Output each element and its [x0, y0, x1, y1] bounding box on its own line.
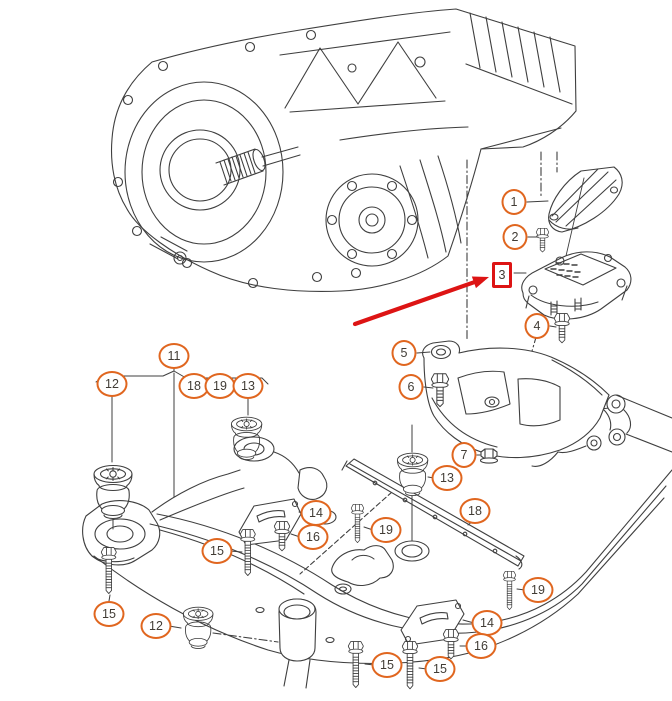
callout-19-mid[interactable]: 19 [370, 517, 402, 543]
callout-12-top[interactable]: 12 [96, 371, 128, 397]
transmission-drawing [111, 8, 577, 293]
callout-4[interactable]: 4 [524, 313, 550, 339]
diagonal-brace-drawing [341, 458, 525, 570]
transmission-mount-drawing [521, 251, 632, 320]
callout-11[interactable]: 11 [158, 343, 190, 369]
callout-18-top[interactable]: 18 [178, 373, 210, 399]
callout-13-top[interactable]: 13 [232, 373, 264, 399]
mount-bracket-drawing [548, 166, 623, 257]
callout-15-topleft[interactable]: 15 [201, 538, 233, 564]
callout-2[interactable]: 2 [502, 224, 528, 250]
callout-1[interactable]: 1 [501, 189, 527, 215]
callout-6[interactable]: 6 [398, 374, 424, 400]
crossmember-drawing [422, 340, 612, 459]
hidden-edge-lines [299, 491, 393, 575]
callout-7[interactable]: 7 [451, 442, 477, 468]
highlight-arrow [352, 276, 489, 327]
callout-15-bottommid[interactable]: 15 [424, 656, 456, 682]
callout-15-bottomleft[interactable]: 15 [371, 652, 403, 678]
callout-16-left[interactable]: 16 [297, 524, 329, 550]
callout-3[interactable]: 3 [492, 262, 512, 288]
callout-16-bottom[interactable]: 16 [465, 633, 497, 659]
callout-19-right[interactable]: 19 [522, 577, 554, 603]
callout-14-bottom[interactable]: 14 [471, 610, 503, 636]
callout-12-bottom[interactable]: 12 [140, 613, 172, 639]
callout-15-left[interactable]: 15 [93, 601, 125, 627]
callout-19-top[interactable]: 19 [204, 373, 236, 399]
callout-5[interactable]: 5 [391, 340, 417, 366]
callout-13-mid[interactable]: 13 [431, 465, 463, 491]
callout-18-mid[interactable]: 18 [459, 498, 491, 524]
callout-14-left[interactable]: 14 [300, 500, 332, 526]
